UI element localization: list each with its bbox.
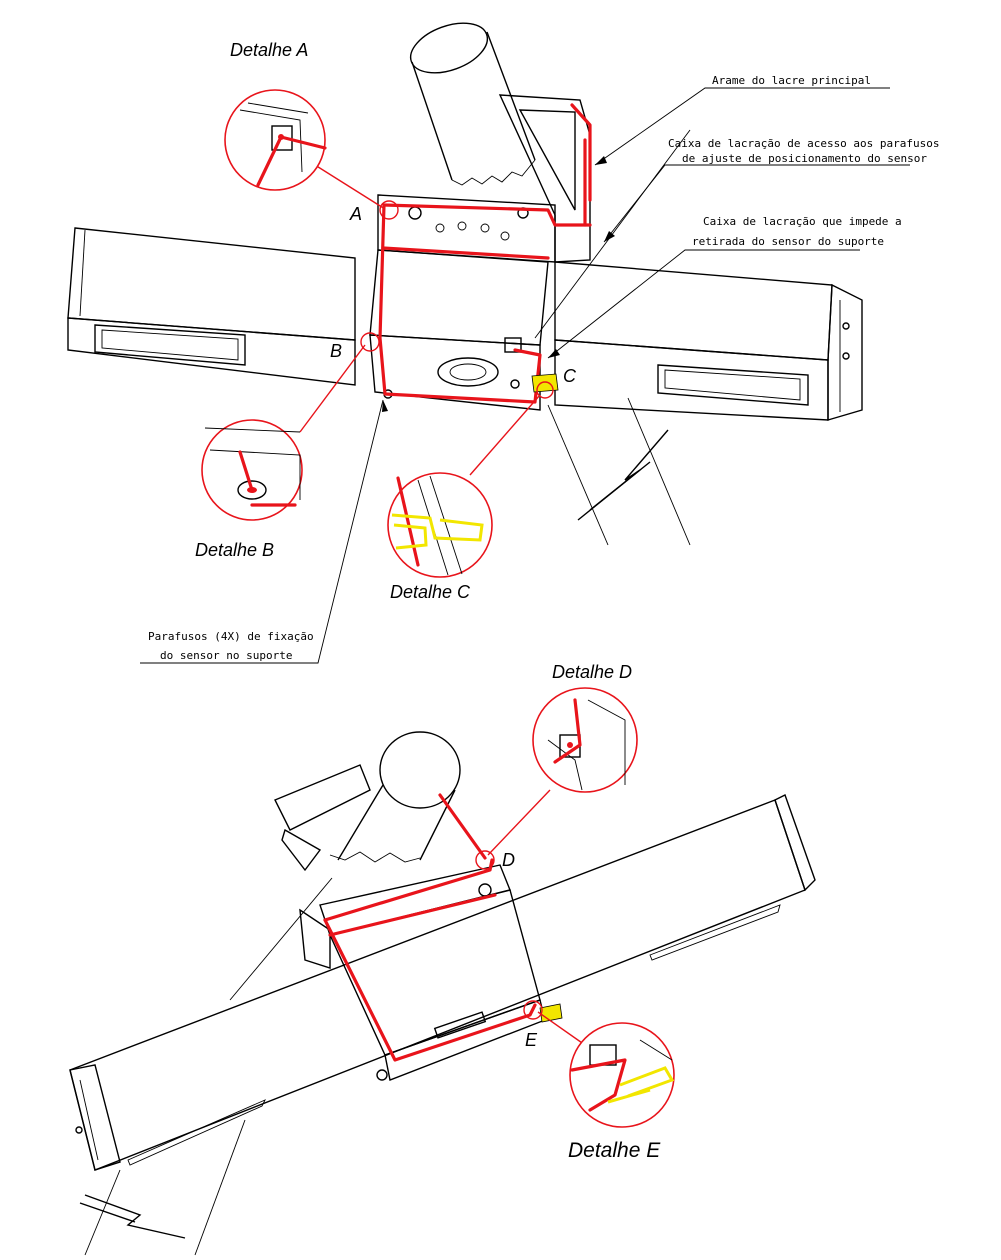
- note-adjust-box-line2: de ajuste de posicionamento do sensor: [682, 152, 927, 165]
- detail-d-title: Detalhe D: [552, 662, 632, 682]
- note-removal-box-line1: Caixa de lacração que impede a: [703, 215, 902, 228]
- marker-e: E: [525, 1030, 538, 1050]
- detail-e-callout: [523, 1000, 675, 1128]
- bottom-sensor-box: [299, 864, 546, 1081]
- detail-c-title: Detalhe C: [390, 582, 471, 602]
- bottom-support-column: [79, 877, 333, 1256]
- detail-b-title: Detalhe B: [195, 540, 274, 560]
- marker-b: B: [330, 341, 342, 361]
- top-support-column: [534, 129, 691, 546]
- note-screws-line1: Parafusos (4X) de fixação: [148, 630, 314, 643]
- marker-a: A: [349, 204, 362, 224]
- top-sensor-box: [369, 249, 549, 411]
- top-seal-wire: [378, 103, 592, 404]
- detail-c-callout: [387, 381, 554, 578]
- detail-e-title: Detalhe E: [568, 1139, 661, 1162]
- top-note-leaders: [140, 87, 910, 664]
- bottom-pole: [274, 731, 461, 872]
- bottom-assembly: D E Detalhe D Detalhe E: [69, 662, 816, 1256]
- note-main-seal-wire: Arame do lacre principal: [712, 74, 871, 87]
- top-assembly: A B C Detalhe A Detalhe B Detalhe C Aram…: [67, 22, 940, 664]
- detail-a-callout: [224, 89, 399, 220]
- detail-a-title: Detalhe A: [230, 40, 308, 60]
- note-screws-line2: do sensor no suporte: [160, 649, 292, 662]
- detail-b-callout: [201, 332, 380, 521]
- marker-d: D: [502, 850, 515, 870]
- bottom-sensor-bar: [69, 794, 816, 1171]
- top-sensor-bar: [67, 227, 863, 421]
- detail-d-callout: [475, 687, 638, 870]
- note-removal-box-line2: retirada do sensor do suporte: [692, 235, 884, 248]
- marker-c: C: [563, 366, 577, 386]
- note-adjust-box-line1: Caixa de lacração de acesso aos parafuso…: [668, 137, 940, 150]
